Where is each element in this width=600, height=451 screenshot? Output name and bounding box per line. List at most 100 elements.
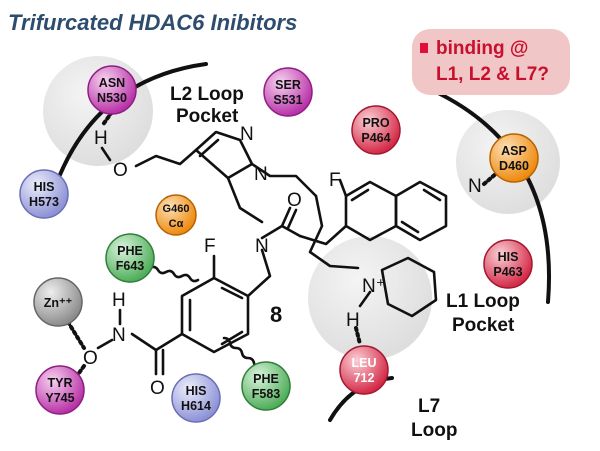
hbond-h-leu bbox=[354, 326, 362, 346]
residue-name: PHE bbox=[117, 244, 143, 258]
atom-n-pyrazole-2: N bbox=[240, 124, 254, 145]
residue-number: Cα bbox=[169, 218, 184, 230]
atom-h-hydroxamate: H bbox=[112, 290, 126, 311]
benzene-double-1 bbox=[220, 286, 244, 300]
residue-sphere bbox=[263, 67, 313, 117]
residue-phe583: PHE F583 bbox=[241, 361, 291, 411]
l1-pocket-background bbox=[308, 236, 432, 360]
compound-number: 8 bbox=[270, 302, 282, 327]
residue-name: LEU bbox=[352, 356, 377, 370]
l1-pocket-label-line2: Pocket bbox=[452, 315, 515, 336]
bond-n-o bbox=[96, 338, 114, 350]
residue-his573: HIS H573 bbox=[19, 169, 69, 219]
pi-stack-phe643 bbox=[148, 265, 200, 283]
bond-amide-carbonyl-2 bbox=[286, 208, 298, 230]
residue-number: Y745 bbox=[45, 391, 74, 405]
residue-number: F583 bbox=[252, 387, 281, 401]
residue-sphere bbox=[19, 169, 69, 219]
atom-n-amide: N bbox=[255, 236, 269, 257]
l7-loop-label-line2: Loop bbox=[411, 420, 457, 441]
bond-n-h bbox=[358, 290, 372, 308]
residue-number: F643 bbox=[116, 259, 145, 273]
callout-bullet bbox=[420, 43, 428, 53]
molecule-bonds bbox=[66, 110, 500, 382]
residue-zn: Zn⁺⁺ bbox=[33, 277, 83, 327]
residue-sphere bbox=[171, 373, 221, 423]
residue-asn530: ASN N530 bbox=[87, 65, 137, 115]
residue-sphere bbox=[35, 365, 85, 415]
residue-name: ASN bbox=[99, 76, 125, 90]
bond-h-o bbox=[100, 146, 112, 162]
residue-pro464: PRO P464 bbox=[351, 105, 401, 155]
residue-sphere bbox=[87, 65, 137, 115]
residue-number: P464 bbox=[361, 131, 390, 145]
residue-name: Zn⁺⁺ bbox=[44, 296, 73, 310]
atom-o-ether: O bbox=[113, 160, 128, 181]
bond-amide-carbonyl bbox=[280, 206, 292, 228]
residue-name: PRO bbox=[362, 116, 389, 130]
atom-n-pyrazole-1: N bbox=[254, 164, 268, 185]
residue-tyr745: TYR Y745 bbox=[35, 365, 85, 415]
benzene-ring bbox=[180, 276, 250, 354]
callout-box bbox=[412, 29, 570, 95]
residue-number: 712 bbox=[354, 371, 375, 385]
residue-sphere bbox=[105, 233, 155, 283]
residue-sphere bbox=[155, 194, 197, 236]
bond-n-propyl bbox=[250, 162, 318, 198]
residue-ser531: SER S531 bbox=[263, 67, 313, 117]
quinoline-double-1 bbox=[350, 188, 370, 202]
atom-o-carbonyl: O bbox=[150, 378, 165, 399]
l2-pocket-label-line1: L2 Loop bbox=[170, 84, 244, 105]
bond-benzamide bbox=[130, 332, 184, 352]
residue-number: P463 bbox=[493, 265, 522, 279]
atom-n-piperidinium: N⁺ bbox=[362, 276, 386, 297]
quinoline-double-2 bbox=[400, 220, 420, 234]
residue-number: N530 bbox=[97, 91, 127, 105]
benzene-double-3 bbox=[220, 330, 244, 346]
residue-sphere bbox=[33, 277, 83, 327]
callout-line1: binding @ bbox=[436, 38, 528, 59]
residue-name: ASP bbox=[501, 144, 527, 158]
residue-sphere bbox=[483, 239, 533, 289]
atom-f-phenyl: F bbox=[204, 236, 216, 257]
residue-number: D460 bbox=[499, 159, 529, 173]
bond-ether-chain bbox=[134, 148, 198, 168]
bond-c-f bbox=[338, 178, 348, 198]
bond-propyl-piperidine bbox=[308, 194, 360, 270]
atom-o-amide: O bbox=[287, 190, 302, 211]
residue-sphere bbox=[339, 345, 389, 395]
residue-sphere bbox=[241, 361, 291, 411]
residue-his614: HIS H614 bbox=[171, 373, 221, 423]
residue-name: SER bbox=[275, 78, 301, 92]
quinoline-ring-a bbox=[344, 180, 398, 242]
residue-leu712: LEU 712 bbox=[339, 345, 389, 395]
pyrazole-ring bbox=[194, 130, 254, 180]
l1-pocket-label-line1: L1 Loop bbox=[446, 291, 520, 312]
atom-n-quinoline: N bbox=[468, 176, 482, 197]
residue-name: HIS bbox=[186, 384, 207, 398]
residue-name: G460 bbox=[163, 203, 190, 215]
residue-sphere bbox=[489, 133, 539, 183]
atom-o-hydroxamate: O bbox=[83, 348, 98, 369]
residue-g460: G460 Cα bbox=[155, 194, 197, 236]
quinoline-double-3 bbox=[422, 188, 442, 202]
atom-h-asn: H bbox=[94, 128, 108, 149]
callout-line2: L1, L2 & L7? bbox=[436, 64, 549, 85]
bond-pyrazole-ch2 bbox=[226, 176, 264, 224]
bond-to-quinoline bbox=[298, 224, 348, 246]
page-title: Trifurcated HDAC6 Inibitors bbox=[8, 10, 297, 35]
atom-n-hydroxamate: N bbox=[112, 325, 126, 346]
residue-sphere bbox=[351, 105, 401, 155]
residue-name: HIS bbox=[34, 180, 55, 194]
pyrazole-double-bond bbox=[198, 138, 220, 158]
quinoline-ring-b bbox=[394, 180, 448, 242]
atom-h-piperidinium: H bbox=[346, 310, 360, 331]
residue-his463: HIS P463 bbox=[483, 239, 533, 289]
pi-stack-phe583 bbox=[222, 336, 262, 370]
residue-number: S531 bbox=[273, 93, 302, 107]
molecule-atoms: H O N N F N O N F N⁺ H H N O O 8 bbox=[83, 124, 482, 399]
residue-name: HIS bbox=[498, 250, 519, 264]
bond-amide-benzyl bbox=[246, 248, 272, 298]
